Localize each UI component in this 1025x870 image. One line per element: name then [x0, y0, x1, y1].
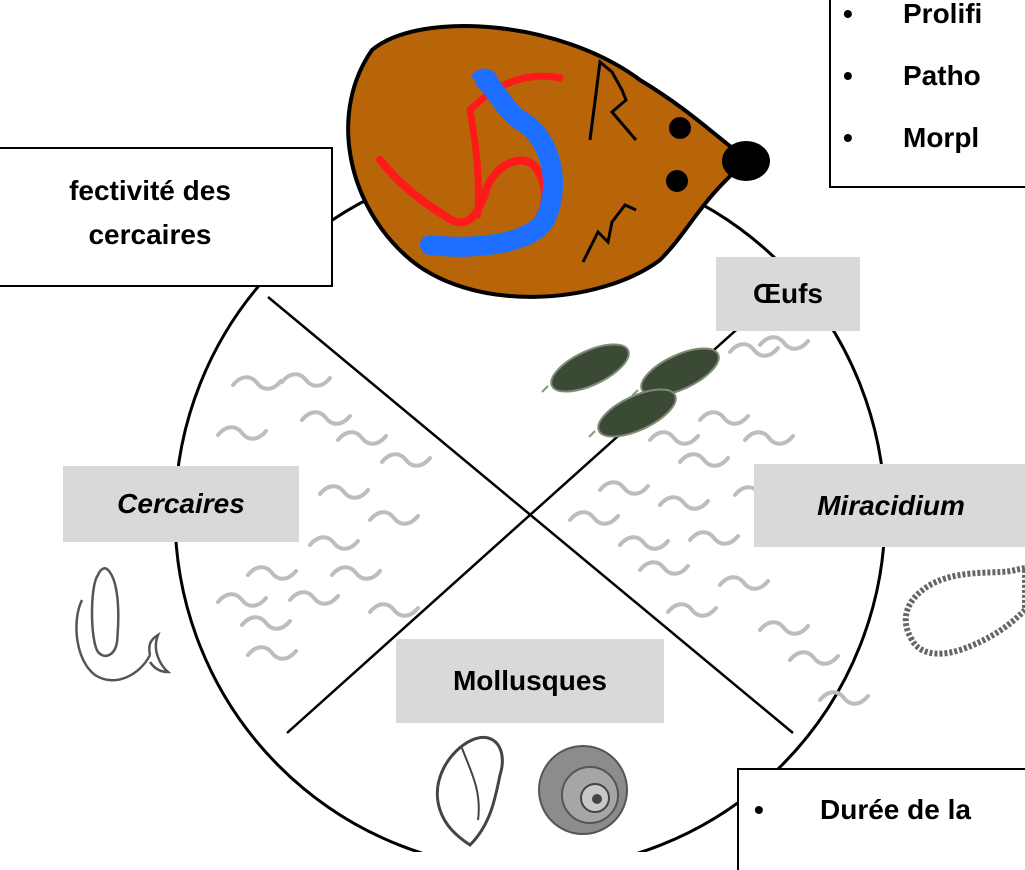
water-squiggle: [320, 486, 368, 498]
stage-label-eggs: Œufs: [716, 257, 860, 331]
water-squiggle: [370, 512, 418, 524]
cercaria-icon: [76, 568, 168, 680]
factors-box-top: • Prolifi • Patho • Morpl: [829, 0, 1025, 188]
water-squiggle: [745, 432, 793, 444]
water-squiggle: [680, 454, 728, 466]
water-squiggle: [290, 592, 338, 604]
factor-label: Prolifi: [903, 0, 982, 28]
bullet-icon: •: [843, 124, 853, 152]
water-squiggle: [668, 604, 716, 616]
bullet-icon: •: [843, 0, 853, 28]
miracidium-icon: [906, 568, 1025, 654]
water-squiggle: [382, 454, 430, 466]
water-squiggle: [730, 344, 778, 356]
water-squiggle: [690, 532, 738, 544]
water-squiggle: [248, 567, 296, 579]
factor-item: • Morpl: [843, 124, 1025, 186]
water-squiggle: [218, 594, 266, 606]
infectivity-text: fectivité des cercaires: [0, 169, 300, 257]
water-squiggle: [218, 427, 266, 439]
water-squiggle: [760, 622, 808, 634]
stage-label-molluscs: Mollusques: [396, 639, 664, 723]
water-squiggle: [242, 617, 290, 629]
water-squiggle: [600, 482, 648, 494]
water-squiggle: [660, 497, 708, 509]
planorbis-shell-icon: [539, 746, 627, 834]
egg-cluster-icon: [542, 335, 725, 446]
water-squiggle: [650, 432, 698, 444]
bullet-icon: •: [843, 62, 853, 90]
water-squiggle: [700, 412, 748, 424]
factors-box-bottom: • Durée de la: [737, 768, 1025, 870]
water-squiggle: [790, 652, 838, 664]
water-squiggle: [233, 377, 281, 389]
water-squiggle: [620, 537, 668, 549]
factor-item: • Prolifi: [843, 0, 1025, 62]
water-squiggle: [302, 412, 350, 424]
stage-label-cercariae: Cercaires: [63, 466, 299, 542]
water-squiggle: [760, 337, 808, 349]
water-squiggle: [640, 562, 688, 574]
infectivity-box: fectivité des cercaires: [0, 147, 333, 287]
water-squiggle: [570, 512, 618, 524]
factor-label: Patho: [903, 62, 981, 90]
water-squiggle: [332, 567, 380, 579]
water-squiggle: [720, 577, 768, 589]
factor-item: • Patho: [843, 62, 1025, 124]
bullet-icon: •: [754, 796, 764, 824]
host-rodent-icon: [348, 26, 770, 297]
factor-label: Durée de la: [820, 796, 971, 824]
stage-label-miracidium: Miracidium: [754, 464, 1025, 547]
factor-item: • Durée de la: [754, 796, 1025, 846]
water-squiggle: [282, 374, 330, 386]
water-squiggle: [370, 604, 418, 616]
lifecycle-diagram: fectivité des cercaires • Prolifi • Patho • M…: [0, 0, 1025, 852]
snail-shell-icon: [437, 737, 502, 845]
water-squiggle: [248, 647, 296, 659]
factor-label: Morpl: [903, 124, 979, 152]
water-squiggle: [338, 432, 386, 444]
water-squiggle: [310, 537, 358, 549]
water-squiggle: [820, 692, 868, 704]
